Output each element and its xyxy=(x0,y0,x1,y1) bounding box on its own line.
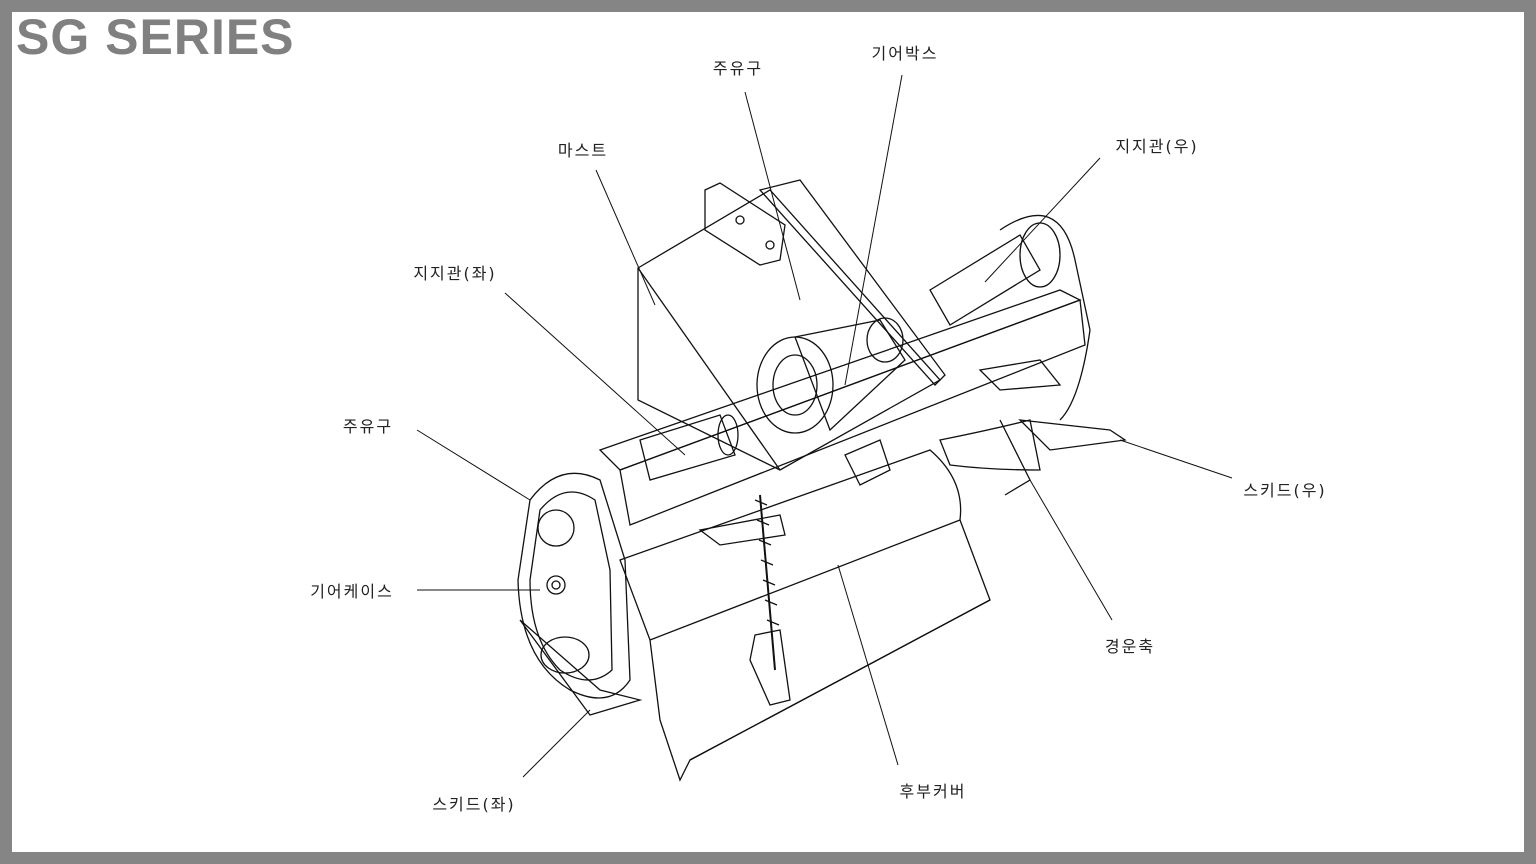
leader-mast xyxy=(595,169,656,306)
label-oil-inlet-left: 주유구 xyxy=(342,417,394,436)
label-support-tube-left: 지지관(좌) xyxy=(413,264,497,283)
label-skid-right: 스키드(우) xyxy=(1243,481,1327,500)
label-gearbox: 기어박스 xyxy=(871,44,939,63)
leader-oil-inlet-top xyxy=(744,91,801,301)
leader-skid-right xyxy=(1119,439,1233,479)
label-support-tube-right: 지지관(우) xyxy=(1115,137,1199,156)
label-mast: 마스트 xyxy=(557,141,609,160)
label-gear-case: 기어케이스 xyxy=(310,582,394,601)
leader-rear-cover xyxy=(837,564,899,766)
label-rear-cover: 후부커버 xyxy=(899,782,967,801)
leader-gearbox xyxy=(844,74,903,386)
leader-tilling-shaft xyxy=(1029,479,1113,621)
diagram-sheet xyxy=(12,12,1524,852)
label-oil-inlet-top: 주유구 xyxy=(712,59,764,78)
machine-body xyxy=(517,179,1127,782)
leader-support-tube-right xyxy=(984,157,1101,283)
leader-support-tube-left xyxy=(504,292,686,456)
leader-oil-inlet-left xyxy=(416,429,531,501)
series-title: SG SERIES xyxy=(16,9,295,65)
label-skid-left: 스키드(좌) xyxy=(432,795,516,814)
leader-skid-left xyxy=(522,709,591,778)
label-tilling-shaft: 경운축 xyxy=(1104,637,1156,656)
leader-lines xyxy=(416,74,1233,778)
